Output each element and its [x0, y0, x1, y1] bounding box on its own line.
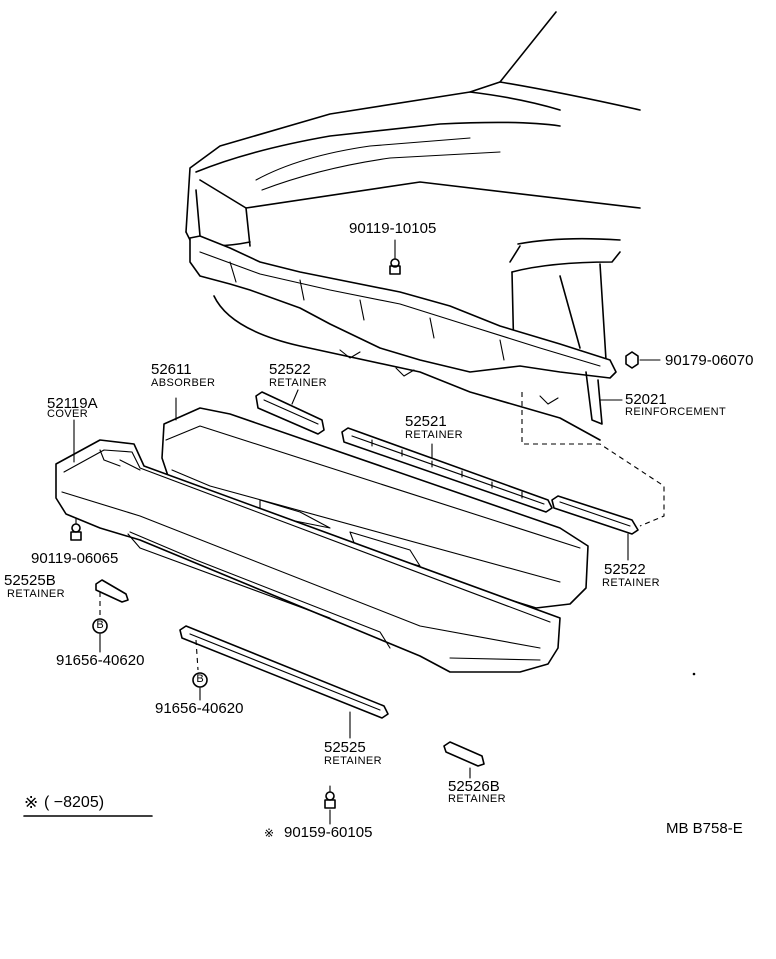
- note-asterisk: ※: [24, 793, 39, 812]
- bolt-90119-06065: [70, 517, 82, 541]
- label-retainer-52525: RETAINER: [324, 755, 383, 767]
- car-body: [185, 11, 641, 441]
- label-91656-40620-center: 91656-40620: [155, 700, 244, 717]
- retainer-52525B: [95, 579, 129, 618]
- label-52611: 52611: [151, 361, 192, 378]
- diagram-code: MB B758-E: [666, 820, 743, 837]
- label-90179-06070: 90179-06070: [665, 352, 754, 369]
- label-cover: COVER: [47, 408, 89, 420]
- label-90119-06065: 90119-06065: [31, 550, 119, 567]
- absorber-52611: [161, 397, 589, 609]
- label-retainer-52522-right: RETAINER: [602, 577, 661, 589]
- note-range: ( −8205): [44, 794, 105, 811]
- label-52525: 52525: [324, 739, 366, 756]
- label-retainer-52522-top: RETAINER: [269, 377, 328, 389]
- retainer-52525: [179, 625, 389, 739]
- retainer-52526B: [443, 741, 485, 779]
- label-retainer-52525B: RETAINER: [7, 588, 66, 600]
- clip-b-left-letter: B: [96, 619, 104, 631]
- reinforcement-52021: [189, 235, 617, 425]
- retainer-52521: [341, 427, 553, 513]
- label-absorber: ABSORBER: [151, 377, 216, 389]
- label-reinforcement: REINFORCEMENT: [625, 406, 727, 418]
- label-52521: 52521: [405, 413, 447, 430]
- asterisk-90159: ※: [264, 826, 275, 840]
- label-52119A: 52119A: [47, 395, 98, 412]
- retainer-52522-top: [255, 389, 325, 435]
- label-52021: 52021: [625, 391, 667, 408]
- label-retainer-52526B: RETAINER: [448, 793, 507, 805]
- clip-b-center: [192, 672, 208, 701]
- dot-mark: [692, 672, 696, 676]
- cover-52119A: [55, 419, 561, 673]
- bolt-90159-60105: [324, 785, 336, 825]
- nut-90179-06070: [625, 351, 661, 369]
- bolt-90119-10105: [389, 239, 401, 275]
- retainer-52522-right: [551, 495, 639, 561]
- label-52522-top: 52522: [269, 361, 311, 378]
- label-52526B: 52526B: [448, 778, 500, 795]
- label-90159-60105: 90159-60105: [284, 824, 373, 841]
- label-52525B: 52525B: [4, 572, 56, 589]
- label-52522-right: 52522: [604, 561, 646, 578]
- label-retainer-52521: RETAINER: [405, 429, 464, 441]
- label-90119-10105: 90119-10105: [349, 220, 437, 237]
- label-91656-40620-left: 91656-40620: [56, 652, 145, 669]
- clip-b-center-letter: B: [196, 673, 204, 685]
- clip-b-left: [92, 618, 108, 653]
